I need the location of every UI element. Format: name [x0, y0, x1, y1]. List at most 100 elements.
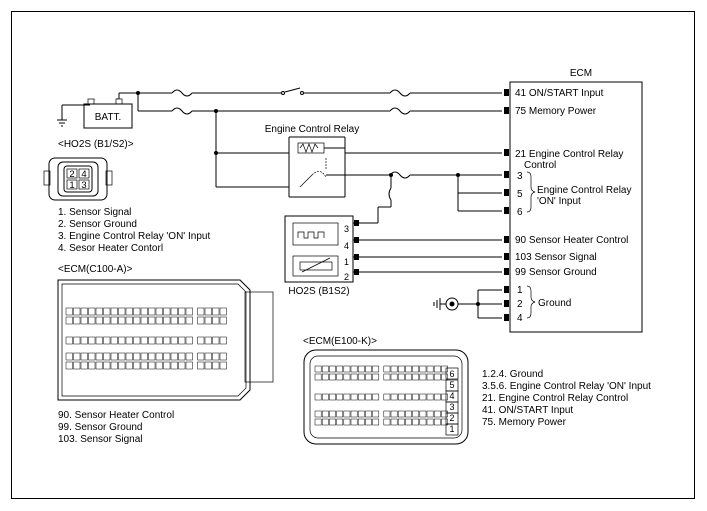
battery: BATT. - +	[57, 93, 133, 129]
connector-cavity	[88, 352, 96, 361]
e100-side-pin: 4	[449, 391, 454, 401]
ho2s-connector-view: <HO2S (B1/S2)> 2 4 1 3 1. Sensor Signal …	[43, 139, 210, 254]
connector-cavity	[178, 336, 186, 345]
connector-cavity	[88, 307, 96, 316]
connector-cavity	[419, 410, 427, 418]
connector-cavity	[350, 393, 358, 401]
ecm-pin-label: 6	[517, 207, 523, 218]
connector-cavity	[110, 336, 118, 345]
connector-cavity	[397, 410, 405, 418]
connector-cavity	[197, 316, 205, 325]
ecm-e100-legend-line: 41. ON/START Input	[482, 405, 573, 416]
ecm-pin-label: 3	[517, 171, 523, 182]
connector-cavity	[148, 352, 156, 361]
connector-cavity	[357, 418, 365, 426]
connector-cavity	[441, 365, 448, 373]
connector-cavity	[219, 307, 227, 316]
connector-cavity	[343, 418, 351, 426]
connector-cavity	[433, 410, 441, 418]
connector-cavity	[170, 361, 178, 370]
ecm-pin-label: 75 Memory Power	[515, 106, 597, 117]
connector-cavity	[321, 365, 329, 373]
ecm-pin-label: 4	[517, 313, 523, 324]
connector-cavity	[350, 365, 358, 373]
connector-cavity	[155, 352, 163, 361]
connector-cavity	[350, 410, 358, 418]
connector-pin: 3	[81, 180, 86, 191]
connector-cavity	[350, 418, 358, 426]
connector-cavity	[329, 418, 336, 426]
e100-pin-grid	[314, 410, 448, 426]
power-wiring	[119, 87, 502, 188]
connector-cavity	[95, 361, 103, 370]
connector-cavity	[357, 410, 365, 418]
ecm-pin-label: 103 Sensor Signal	[515, 252, 597, 263]
e100-side-pin: 1	[449, 424, 454, 434]
connector-cavity	[212, 316, 220, 325]
connector-cavity	[140, 352, 148, 361]
connector-cavity	[163, 361, 171, 370]
connector-cavity	[80, 307, 88, 316]
ecm-pin-label: 21 Engine Control Relay	[515, 149, 623, 160]
connector-cavity	[405, 373, 412, 381]
ecm-pin-label: 41 ON/START Input	[515, 88, 604, 99]
relay-title: Engine Control Relay	[265, 124, 360, 135]
connector-cavity	[365, 373, 372, 381]
connector-cavity	[163, 352, 171, 361]
connector-cavity	[405, 418, 412, 426]
connector-cavity	[219, 316, 227, 325]
ecm-c100-legend-line: 99. Sensor Ground	[58, 422, 143, 433]
connector-cavity	[125, 307, 133, 316]
ho2s-pin-label: 1	[344, 257, 349, 267]
connector-cavity	[155, 316, 163, 325]
connector-cavity	[412, 410, 420, 418]
connector-cavity	[314, 365, 322, 373]
connector-cavity	[118, 336, 126, 345]
connector-cavity	[343, 410, 351, 418]
connector-cavity	[397, 418, 405, 426]
e100-side-pin: 6	[449, 369, 454, 379]
connector-cavity	[343, 365, 351, 373]
ecm-e100-legend-line: 3.5.6. Engine Control Relay 'ON' Input	[482, 381, 651, 392]
connector-cavity	[204, 361, 212, 370]
connector-cavity	[412, 373, 420, 381]
connector-cavity	[163, 307, 171, 316]
connector-cavity	[133, 316, 141, 325]
connector-cavity	[350, 373, 358, 381]
connector-cavity	[88, 361, 96, 370]
connector-cavity	[433, 418, 441, 426]
ho2s-connector-title: <HO2S (B1/S2)>	[58, 139, 134, 150]
connector-cavity	[148, 361, 156, 370]
ecm-e100-legend-line: 21. Engine Control Relay Control	[482, 393, 628, 404]
engine-control-relay: Engine Control Relay	[265, 124, 360, 198]
connector-cavity	[197, 336, 205, 345]
connector-cavity	[80, 361, 88, 370]
ho2s-pin-label: 4	[344, 241, 349, 251]
connector-cavity	[103, 336, 111, 345]
connector-cavity	[140, 307, 148, 316]
connector-cavity	[412, 393, 420, 401]
ecm-pin-label: Engine Control Relay	[537, 185, 632, 196]
connector-cavity	[365, 410, 372, 418]
ho2s-pin-label: 3	[344, 224, 349, 234]
connector-cavity	[441, 373, 448, 381]
connector-cavity	[329, 410, 336, 418]
ecm-e100-legend-line: 1.2.4. Ground	[482, 369, 543, 380]
connector-cavity	[204, 352, 212, 361]
connector-cavity	[219, 361, 227, 370]
ho2s-component-title: HO2S (B1S2)	[288, 286, 349, 297]
connector-cavity	[419, 418, 427, 426]
connector-cavity	[185, 336, 193, 345]
connector-cavity	[426, 373, 434, 381]
connector-cavity	[329, 373, 336, 381]
connector-pin: 2	[69, 169, 74, 180]
connector-cavity	[357, 365, 365, 373]
connector-cavity	[383, 393, 391, 401]
connector-cavity	[441, 418, 448, 426]
connector-cavity	[321, 410, 329, 418]
connector-cavity	[204, 336, 212, 345]
connector-cavity	[65, 316, 73, 325]
connector-cavity	[163, 336, 171, 345]
connector-cavity	[372, 373, 380, 381]
connector-cavity	[110, 316, 118, 325]
